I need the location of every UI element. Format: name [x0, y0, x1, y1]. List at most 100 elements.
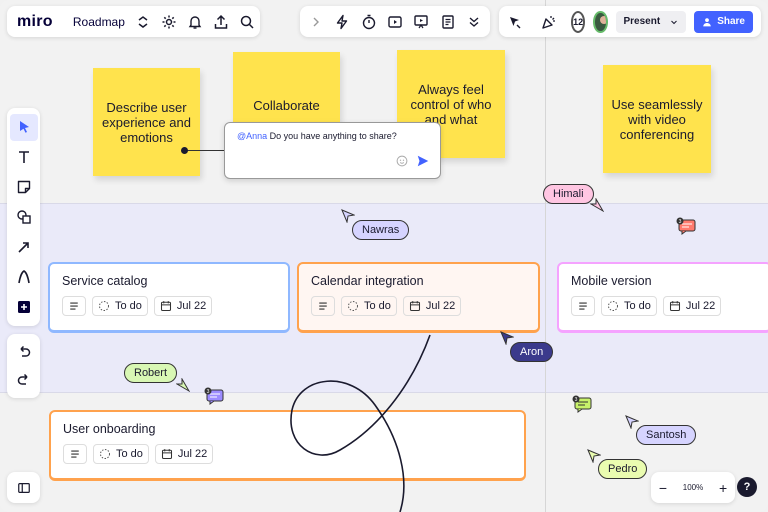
- status-dashed-circle-icon: [99, 301, 109, 311]
- status-label: To do: [624, 300, 651, 312]
- sticky-note[interactable]: Always feel control of who and what: [397, 50, 505, 158]
- status-chip[interactable]: To do: [601, 296, 657, 316]
- pen-tool[interactable]: [10, 264, 38, 291]
- card-title: Mobile version: [571, 274, 652, 288]
- cursor-label-himali: Himali: [543, 184, 594, 204]
- card-menu-button[interactable]: [63, 444, 87, 464]
- date-chip[interactable]: Jul 22: [153, 296, 213, 316]
- card-menu-button[interactable]: [571, 296, 595, 316]
- comment-badge-icon[interactable]: 3: [572, 395, 592, 413]
- upload-icon[interactable]: [213, 13, 229, 31]
- sticky-text: Describe user experience and emotions: [102, 99, 191, 145]
- status-chip[interactable]: To do: [341, 296, 397, 316]
- zoom-out-button[interactable]: −: [658, 479, 668, 496]
- lines-icon: [70, 302, 78, 310]
- sticky-note-tool[interactable]: [10, 174, 38, 201]
- notes-icon[interactable]: [439, 13, 455, 31]
- more-tools-button[interactable]: [10, 294, 38, 321]
- comment-badge-icon[interactable]: 3: [204, 387, 224, 405]
- lines-icon: [579, 302, 587, 310]
- present-label: Present: [623, 16, 661, 27]
- card-calendar-integration[interactable]: Calendar integration To do Jul 22: [297, 262, 540, 333]
- badge-count: 3: [207, 389, 210, 395]
- cursor-arrow-icon: [176, 378, 190, 392]
- card-title: Service catalog: [62, 274, 148, 288]
- search-icon[interactable]: [239, 13, 255, 31]
- sticky-text: Collaborate: [253, 98, 320, 113]
- lines-icon: [319, 302, 327, 310]
- comment-badge-icon[interactable]: 3: [676, 217, 696, 235]
- sticky-note[interactable]: Use seamlessly with video conferencing: [603, 65, 711, 173]
- arrow-diagonal-icon: [17, 242, 29, 253]
- presentation-icon[interactable]: [413, 13, 429, 31]
- status-chip[interactable]: To do: [92, 296, 148, 316]
- present-button[interactable]: Present: [615, 10, 687, 33]
- redo-button[interactable]: [10, 368, 38, 393]
- cursor-pointer-icon[interactable]: [507, 13, 523, 31]
- lines-icon: [71, 450, 79, 458]
- cursor-arrow-icon: [587, 449, 601, 463]
- card-mobile-version[interactable]: Mobile version To do Jul 22: [557, 262, 768, 333]
- status-chip[interactable]: To do: [93, 444, 149, 464]
- timer-icon[interactable]: [361, 13, 377, 31]
- card-user-onboarding[interactable]: User onboarding To do Jul 22: [49, 410, 526, 481]
- cursor-arrow-icon: [590, 198, 604, 212]
- card-service-catalog[interactable]: Service catalog To do Jul 22: [48, 262, 290, 333]
- send-icon[interactable]: [416, 154, 430, 170]
- chevron-down-icon: [671, 20, 678, 24]
- comment-text: Do you have anything to share?: [269, 131, 397, 141]
- freehand-drawing[interactable]: [280, 330, 440, 512]
- undo-icon: [19, 345, 30, 357]
- sticky-note[interactable]: Describe user experience and emotions: [93, 68, 200, 176]
- sticky-note-icon: [17, 180, 30, 194]
- lightning-icon[interactable]: [334, 13, 350, 31]
- date-chip[interactable]: Jul 22: [662, 296, 722, 316]
- shapes-icon: [16, 210, 31, 224]
- shapes-tool[interactable]: [10, 204, 38, 231]
- comment-input-box[interactable]: @Anna Do you have anything to share?: [224, 122, 441, 179]
- cursor-label-aron: Aron: [510, 342, 554, 362]
- panel-toggle[interactable]: [7, 472, 40, 503]
- bell-icon[interactable]: [187, 13, 203, 31]
- chevron-double-down-icon[interactable]: [466, 13, 482, 31]
- zoom-in-button[interactable]: +: [718, 479, 728, 496]
- tool-sidebar: [7, 108, 40, 326]
- zoom-level[interactable]: 100%: [682, 483, 704, 492]
- celebrate-icon[interactable]: [541, 13, 557, 31]
- comment-anchor-dot: [181, 147, 188, 154]
- redo-icon: [17, 373, 28, 385]
- badge-count: 3: [679, 219, 682, 225]
- column-divider: [545, 0, 546, 512]
- share-button[interactable]: Share: [694, 10, 753, 33]
- gear-icon[interactable]: [161, 13, 177, 31]
- card-menu-button[interactable]: [62, 296, 86, 316]
- miro-logo[interactable]: miro: [17, 12, 53, 30]
- card-menu-button[interactable]: [311, 296, 335, 316]
- video-icon[interactable]: [387, 13, 403, 31]
- date-chip[interactable]: Jul 22: [402, 296, 462, 316]
- emoji-icon[interactable]: [396, 155, 408, 169]
- date-chip[interactable]: Jul 22: [154, 444, 214, 464]
- text-tool[interactable]: [10, 144, 38, 171]
- collaborator-count-badge[interactable]: 12: [571, 10, 586, 33]
- status-dashed-circle-icon: [348, 301, 358, 311]
- avatar[interactable]: [593, 10, 608, 33]
- chevron-right-icon[interactable]: [308, 13, 324, 31]
- sidebar-panel-icon: [17, 482, 30, 493]
- status-label: To do: [115, 300, 142, 312]
- history-controls: [7, 334, 40, 398]
- feature-toolbar: [300, 6, 490, 37]
- undo-button[interactable]: [10, 340, 38, 365]
- comment-mention: @Anna: [237, 131, 268, 141]
- cursor-arrow-icon: [500, 331, 514, 345]
- board-name[interactable]: Roadmap: [72, 14, 125, 29]
- help-button[interactable]: ?: [737, 477, 757, 497]
- cursor-arrow-icon: [341, 209, 355, 223]
- board-toolbar: miro Roadmap: [7, 6, 260, 37]
- connector-tool[interactable]: [10, 234, 38, 261]
- calendar-icon: [409, 301, 420, 312]
- date-label: Jul 22: [425, 300, 456, 312]
- select-tool[interactable]: [9, 113, 38, 141]
- chevron-updown-icon[interactable]: [135, 13, 151, 31]
